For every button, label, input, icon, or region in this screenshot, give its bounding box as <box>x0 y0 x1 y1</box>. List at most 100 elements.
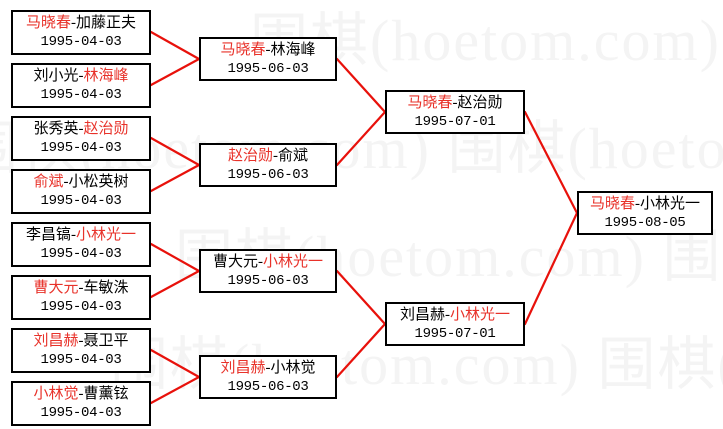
match-date: 1995-06-03 <box>227 273 309 289</box>
match-date: 1995-04-03 <box>40 140 122 156</box>
connector-r1m8-r2m4 <box>149 375 201 405</box>
match-date: 1995-04-03 <box>40 246 122 262</box>
player-separator: - <box>635 196 640 212</box>
player-separator: - <box>63 174 69 190</box>
player-right: 小林光一 <box>76 227 137 243</box>
connector-r2m4-r3m2 <box>335 322 387 379</box>
match-box-r1m6[interactable]: 曹大元-车敏洙 1995-04-03 <box>11 275 151 320</box>
match-date: 1995-06-03 <box>227 61 309 77</box>
connector-r1m2-r2m1 <box>149 57 201 87</box>
match-players: 俞斌-小松英树 <box>13 173 149 192</box>
player-right: 小林觉 <box>270 360 316 376</box>
player-separator: - <box>445 307 450 323</box>
player-separator: - <box>273 148 278 164</box>
player-right: 林海峰 <box>83 68 129 84</box>
player-separator: - <box>78 333 84 349</box>
connector-r1m3-r2m2 <box>149 136 201 167</box>
match-date: 1995-04-03 <box>40 193 122 209</box>
player-right: 赵治勋 <box>457 95 503 111</box>
player-left: 张秀英 <box>33 121 79 137</box>
match-players: 刘昌赫-小林觉 <box>201 359 335 378</box>
connector-r1m4-r2m2 <box>149 163 201 193</box>
match-players: 马晓春-赵治勋 <box>387 94 523 113</box>
match-box-r3m1[interactable]: 马晓春-赵治勋 1995-07-01 <box>385 90 525 134</box>
player-separator: - <box>71 15 76 31</box>
player-right: 小林光一 <box>263 254 324 270</box>
match-players: 曹大元-小林光一 <box>201 253 335 272</box>
match-box-r1m2[interactable]: 刘小光-林海峰 1995-04-03 <box>11 63 151 108</box>
match-players: 马晓春-加藤正夫 <box>13 14 149 33</box>
match-box-r2m4[interactable]: 刘昌赫-小林觉 1995-06-03 <box>199 355 337 399</box>
match-box-r2m3[interactable]: 曹大元-小林光一 1995-06-03 <box>199 249 337 293</box>
player-right: 林海峰 <box>270 42 316 58</box>
match-players: 曹大元-车敏洙 <box>13 279 149 298</box>
player-separator: - <box>452 95 458 111</box>
player-right: 小松英树 <box>68 174 129 190</box>
player-left: 刘昌赫 <box>399 307 445 323</box>
match-box-r2m1[interactable]: 马晓春-林海峰 1995-06-03 <box>199 37 337 81</box>
match-date: 1995-07-01 <box>414 326 496 342</box>
player-right: 加藤正夫 <box>76 15 137 31</box>
player-separator: - <box>78 280 84 296</box>
match-players: 李昌镐-小林光一 <box>13 226 149 245</box>
match-players: 赵治勋-俞斌 <box>201 147 335 166</box>
player-right: 聂卫平 <box>83 333 129 349</box>
match-players: 张秀英-赵治勋 <box>13 120 149 139</box>
match-players: 小林觉-曹薰铉 <box>13 385 149 404</box>
player-left: 刘小光 <box>33 68 79 84</box>
match-date: 1995-06-03 <box>227 167 309 183</box>
player-left: 赵治勋 <box>227 148 273 164</box>
match-box-r1m3[interactable]: 张秀英-赵治勋 1995-04-03 <box>11 116 151 161</box>
player-separator: - <box>78 68 84 84</box>
match-box-r4m1-final[interactable]: 马晓春-小林光一 1995-08-05 <box>577 191 713 235</box>
connector-r3m2-r4m1 <box>523 211 579 326</box>
player-left: 曹大元 <box>212 254 258 270</box>
match-date: 1995-04-03 <box>40 87 122 103</box>
match-date: 1995-04-03 <box>40 299 122 315</box>
player-left: 刘昌赫 <box>220 360 266 376</box>
player-separator: - <box>78 121 84 137</box>
player-separator: - <box>71 227 76 243</box>
match-players: 刘小光-林海峰 <box>13 67 149 86</box>
player-left: 马晓春 <box>407 95 453 111</box>
match-players: 刘昌赫-聂卫平 <box>13 332 149 351</box>
player-left: 刘昌赫 <box>33 333 79 349</box>
connector-r1m5-r2m3 <box>149 242 201 273</box>
player-left: 曹大元 <box>33 280 79 296</box>
player-left: 马晓春 <box>589 196 635 212</box>
player-left: 马晓春 <box>25 15 71 31</box>
match-players: 刘昌赫-小林光一 <box>387 306 523 325</box>
player-right: 俞斌 <box>278 148 309 164</box>
match-date: 1995-04-03 <box>40 405 122 421</box>
player-left: 俞斌 <box>33 174 64 190</box>
connector-r2m2-r3m1 <box>335 110 387 167</box>
connector-r1m6-r2m3 <box>149 269 201 299</box>
match-date: 1995-08-05 <box>604 215 686 231</box>
connector-r1m7-r2m4 <box>149 348 201 379</box>
player-right: 车敏洙 <box>83 280 129 296</box>
match-date: 1995-07-01 <box>414 114 496 130</box>
player-separator: - <box>78 386 84 402</box>
player-right: 曹薰铉 <box>83 386 129 402</box>
match-box-r3m2[interactable]: 刘昌赫-小林光一 1995-07-01 <box>385 302 525 346</box>
match-box-r1m4[interactable]: 俞斌-小松英树 1995-04-03 <box>11 169 151 214</box>
player-separator: - <box>265 360 271 376</box>
match-players: 马晓春-小林光一 <box>579 195 711 214</box>
player-left: 李昌镐 <box>25 227 71 243</box>
player-right: 小林光一 <box>640 196 701 212</box>
player-separator: - <box>258 254 263 270</box>
player-right: 赵治勋 <box>83 121 129 137</box>
match-players: 马晓春-林海峰 <box>201 41 335 60</box>
connector-r2m3-r3m2 <box>335 269 387 326</box>
connector-r1m1-r2m1 <box>149 30 201 61</box>
player-separator: - <box>265 42 271 58</box>
match-box-r2m2[interactable]: 赵治勋-俞斌 1995-06-03 <box>199 143 337 187</box>
connector-r2m1-r3m1 <box>335 57 387 114</box>
match-box-r1m8[interactable]: 小林觉-曹薰铉 1995-04-03 <box>11 381 151 426</box>
match-date: 1995-04-03 <box>40 34 122 50</box>
match-box-r1m7[interactable]: 刘昌赫-聂卫平 1995-04-03 <box>11 328 151 373</box>
match-box-r1m1[interactable]: 马晓春-加藤正夫 1995-04-03 <box>11 10 151 55</box>
match-box-r1m5[interactable]: 李昌镐-小林光一 1995-04-03 <box>11 222 151 267</box>
player-left: 马晓春 <box>220 42 266 58</box>
